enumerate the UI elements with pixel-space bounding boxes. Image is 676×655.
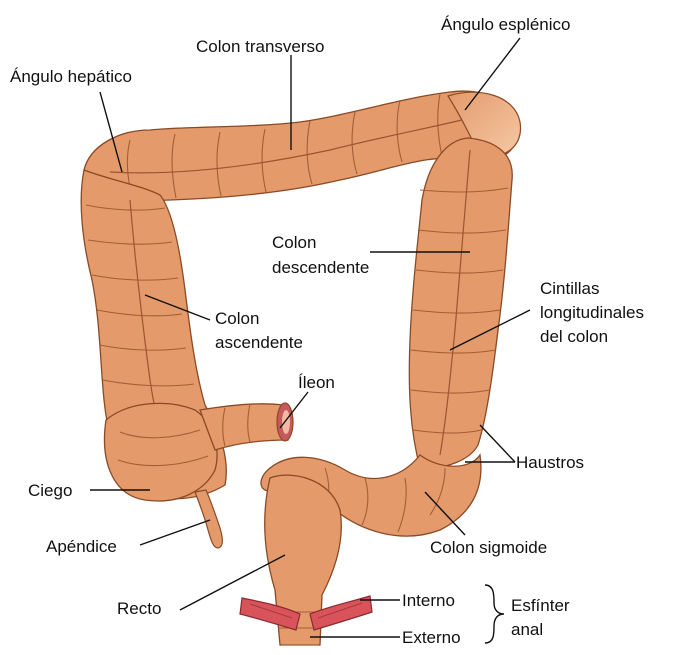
label-apendice: Apéndice	[46, 537, 117, 556]
label-esfinter: Esfínter	[511, 596, 570, 615]
label-ciego: Ciego	[28, 481, 72, 500]
colon-illustration	[81, 91, 520, 645]
leader-haustros-1	[480, 425, 515, 462]
label-colon-transverso: Colon transverso	[196, 37, 325, 56]
label-colon-ascendente-line2: ascendente	[215, 333, 303, 352]
label-interno: Interno	[402, 591, 455, 610]
label-colon-descendente-line2: descendente	[272, 258, 369, 277]
label-cintillas-line1: Cintillas	[540, 279, 600, 298]
label-anal: anal	[511, 620, 543, 639]
label-angulo-hepatico: Ángulo hepático	[10, 67, 132, 86]
leader-apendice	[140, 520, 210, 545]
ileum	[200, 403, 293, 450]
label-cintillas-line2: longitudinales	[540, 303, 644, 322]
appendix	[195, 490, 222, 548]
leader-recto	[180, 555, 285, 610]
label-cintillas-line3: del colon	[540, 327, 608, 346]
label-externo: Externo	[402, 628, 461, 647]
descending-colon	[409, 138, 512, 468]
label-haustros: Haustros	[516, 453, 584, 472]
label-colon-descendente-line1: Colon	[272, 233, 316, 252]
label-angulo-esplenico: Ángulo esplénico	[441, 15, 570, 34]
label-recto: Recto	[117, 599, 161, 618]
label-colon-ascendente-line1: Colon	[215, 309, 259, 328]
label-ileon: Íleon	[298, 373, 335, 392]
label-colon-sigmoide: Colon sigmoide	[430, 538, 547, 557]
cecum	[105, 403, 218, 501]
sphincter-brace	[485, 585, 504, 643]
